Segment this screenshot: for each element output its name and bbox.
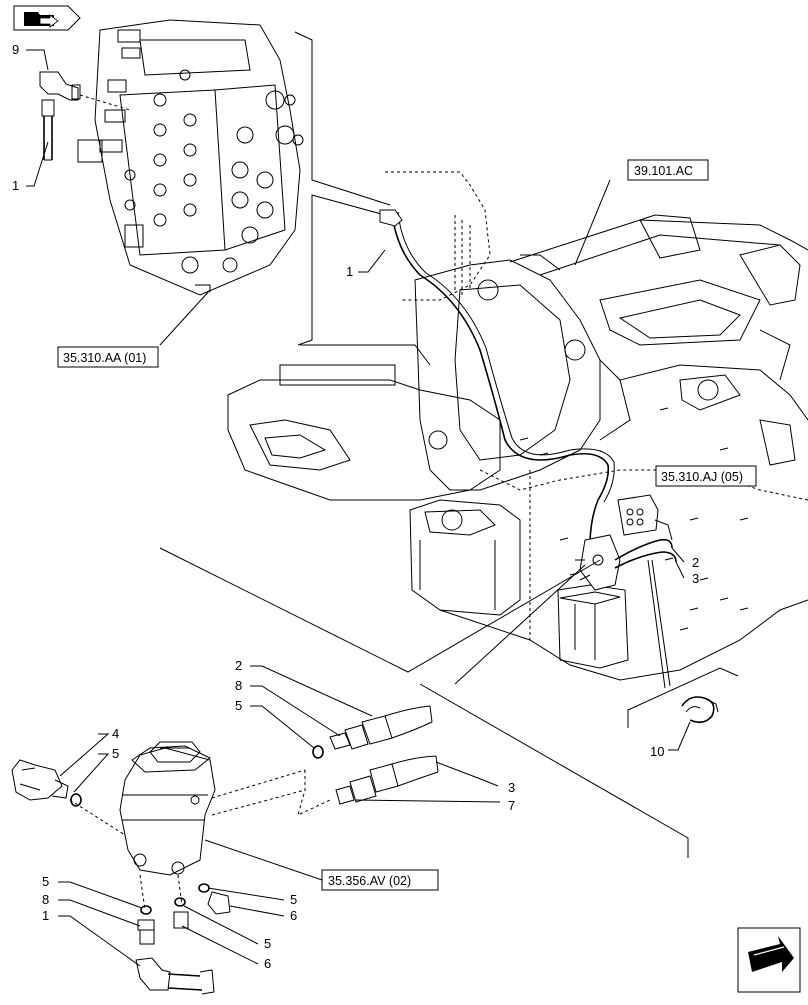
callout-2-right: 2 — [692, 555, 699, 570]
callout-5-bot: 5 — [264, 936, 271, 951]
fitting-8-low — [137, 919, 155, 945]
folder-arrow-icon[interactable] — [13, 5, 81, 31]
callout-4: 4 — [112, 726, 119, 741]
callout-5-mid: 5 — [235, 698, 242, 713]
travel-valve-block — [119, 741, 216, 876]
ref-box-valve-block[interactable] — [57, 346, 159, 368]
callout-3-hose: 3 — [508, 780, 515, 795]
ref-frame[interactable]: 39.101.AC — [634, 164, 693, 178]
callout-8-mid: 8 — [235, 678, 242, 693]
ref-travel-block[interactable]: 35.356.AV (02) — [328, 874, 411, 888]
pilot-valve-assembly — [575, 494, 677, 591]
hose-routing — [379, 209, 615, 546]
ref-valve-block[interactable]: 35.310.AA (01) — [63, 351, 146, 365]
callout-2-hose: 2 — [235, 658, 242, 673]
callout-3-right: 3 — [692, 571, 699, 586]
upper-frame — [227, 171, 808, 681]
callout-5-left: 5 — [112, 746, 119, 761]
elbow-hose-1-low — [135, 957, 215, 995]
callout-1-mid: 1 — [346, 264, 353, 279]
next-page-arrow-icon[interactable] — [737, 927, 801, 993]
plug-6 — [207, 891, 231, 915]
ref-box-pilot-valve[interactable] — [655, 465, 757, 487]
callout-1-top: 1 — [12, 178, 19, 193]
ref-box-frame[interactable] — [627, 159, 709, 181]
callout-8-low: 8 — [42, 892, 49, 907]
hose-3-assembly — [335, 755, 439, 805]
callout-1-low: 1 — [42, 908, 49, 923]
callout-7: 7 — [508, 798, 515, 813]
ref-pilot-valve[interactable]: 35.310.AJ (05) — [661, 470, 743, 484]
cable-clamp-10 — [681, 696, 719, 724]
elbow-fitting-9 — [39, 71, 81, 161]
callout-5-low-left: 5 — [42, 874, 49, 889]
hose-2-assembly — [329, 705, 433, 750]
callout-5-plug: 5 — [290, 892, 297, 907]
callout-6-bot: 6 — [264, 956, 271, 971]
callout-10: 10 — [650, 744, 664, 759]
pressure-sensor-4 — [11, 759, 69, 801]
callout-6-plug: 6 — [290, 908, 297, 923]
ref-box-travel-block[interactable] — [321, 869, 439, 891]
control-valve-block — [77, 19, 304, 296]
callout-9: 9 — [12, 42, 19, 57]
